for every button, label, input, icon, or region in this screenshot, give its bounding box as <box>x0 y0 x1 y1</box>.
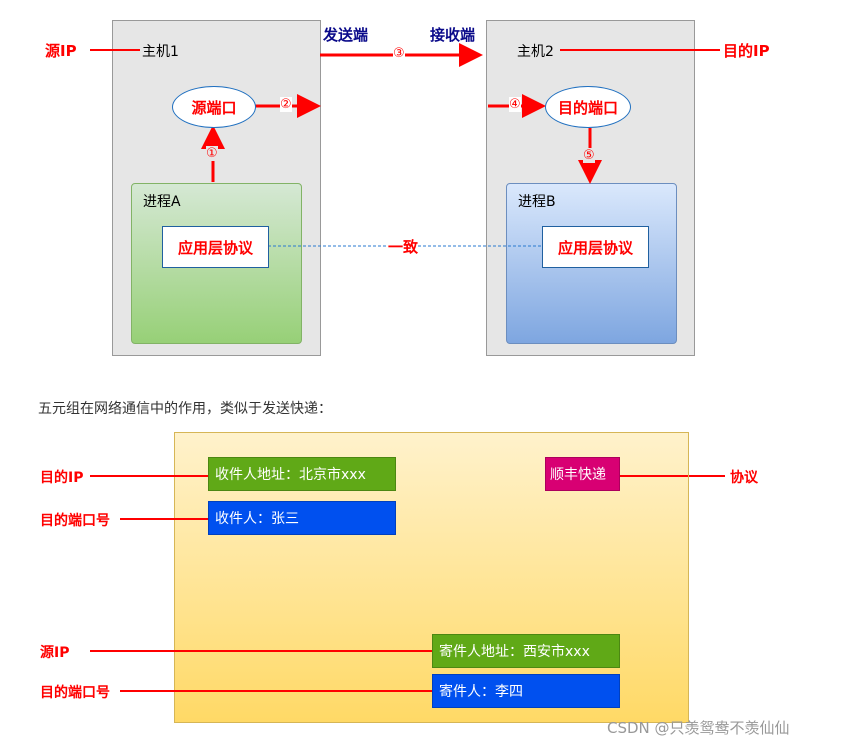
sender-label: 发送端 <box>323 26 369 44</box>
source-ip-tag: 源IP <box>40 645 70 661</box>
step4-marker: ④ <box>509 97 521 112</box>
dest-port-ellipse: 目的端口 <box>545 86 631 128</box>
watermark: CSDN @只羡鸳鸯不羡仙仙 <box>607 719 790 737</box>
courier-box: 顺丰快递 <box>545 457 620 491</box>
sender-address-box: 寄件人地址：西安市xxx <box>432 634 620 668</box>
host2-label: 主机2 <box>517 41 554 61</box>
receiver-label: 接收端 <box>430 26 476 44</box>
source-port-ellipse: 源端口 <box>172 86 256 128</box>
process-b-label: 进程B <box>518 194 556 210</box>
source-port-label: 源端口 <box>191 98 237 117</box>
dest-ip-label: 目的IP <box>723 42 770 60</box>
dest-port-label: 目的端口 <box>557 98 618 117</box>
step1-marker: ① <box>206 146 218 161</box>
sender: 寄件人：李四 <box>439 684 523 700</box>
recipient-box: 收件人：张三 <box>208 501 396 535</box>
app-protocol-a-label: 应用层协议 <box>177 238 253 257</box>
recipient-address: 收件人地址：北京市xxx <box>215 467 366 483</box>
dest-ip-tag: 目的IP <box>40 470 84 486</box>
recipient: 收件人：张三 <box>215 511 299 527</box>
dest-port-tag-2: 目的端口号 <box>40 685 110 701</box>
source-ip-label: 源IP <box>45 42 77 60</box>
process-a-label: 进程A <box>143 194 181 210</box>
sender-address: 寄件人地址：西安市xxx <box>439 644 590 660</box>
step5-marker: ⑤ <box>583 148 595 163</box>
app-protocol-a-box: 应用层协议 <box>162 226 269 268</box>
courier: 顺丰快递 <box>550 467 606 483</box>
app-protocol-b-label: 应用层协议 <box>557 238 633 257</box>
host1-label: 主机1 <box>142 44 179 60</box>
dest-port-tag: 目的端口号 <box>40 513 110 529</box>
step3-marker: ③ <box>393 46 405 61</box>
step2-marker: ② <box>280 97 292 112</box>
paragraph-text: 五元组在网络通信中的作用，类似于发送快递： <box>38 401 332 417</box>
protocol-tag: 协议 <box>730 470 758 486</box>
recipient-address-box: 收件人地址：北京市xxx <box>208 457 396 491</box>
app-protocol-b-box: 应用层协议 <box>542 226 649 268</box>
sender-box: 寄件人：李四 <box>432 674 620 708</box>
consistent-label: 一致 <box>388 236 419 257</box>
